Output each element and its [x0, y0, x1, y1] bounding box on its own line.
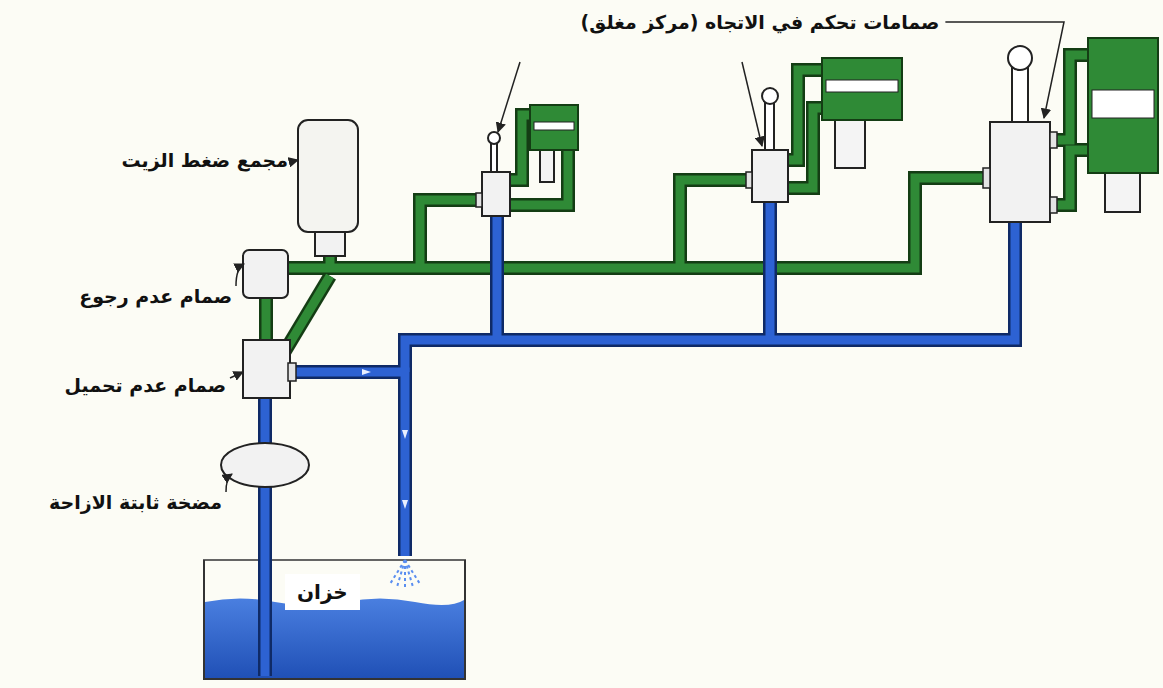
tank-water: [203, 560, 466, 680]
component-label: مجمع ضغط الزيت: [121, 149, 288, 172]
component-label: صمام عدم تحميل: [64, 374, 226, 397]
cylinders: [530, 38, 1158, 212]
node-text: خزان: [285, 574, 360, 610]
accumulator: [298, 120, 358, 256]
leader-lines: [226, 22, 1064, 492]
pressure-lines: [266, 55, 1088, 356]
direction-valves: [476, 46, 1057, 222]
tank: خزان: [203, 560, 466, 680]
return-lines: [265, 202, 1015, 676]
unloading-valve: [243, 340, 296, 398]
check-valve: [243, 250, 288, 298]
component-label: صمام عدم رجوع: [79, 285, 232, 308]
component-label: مضخة ثابتة الازاحة: [49, 491, 222, 514]
spray: [390, 560, 420, 588]
pump: [221, 443, 309, 487]
callout-title: صمامات تحكم في الاتجاه (مركز مغلق): [581, 11, 940, 34]
